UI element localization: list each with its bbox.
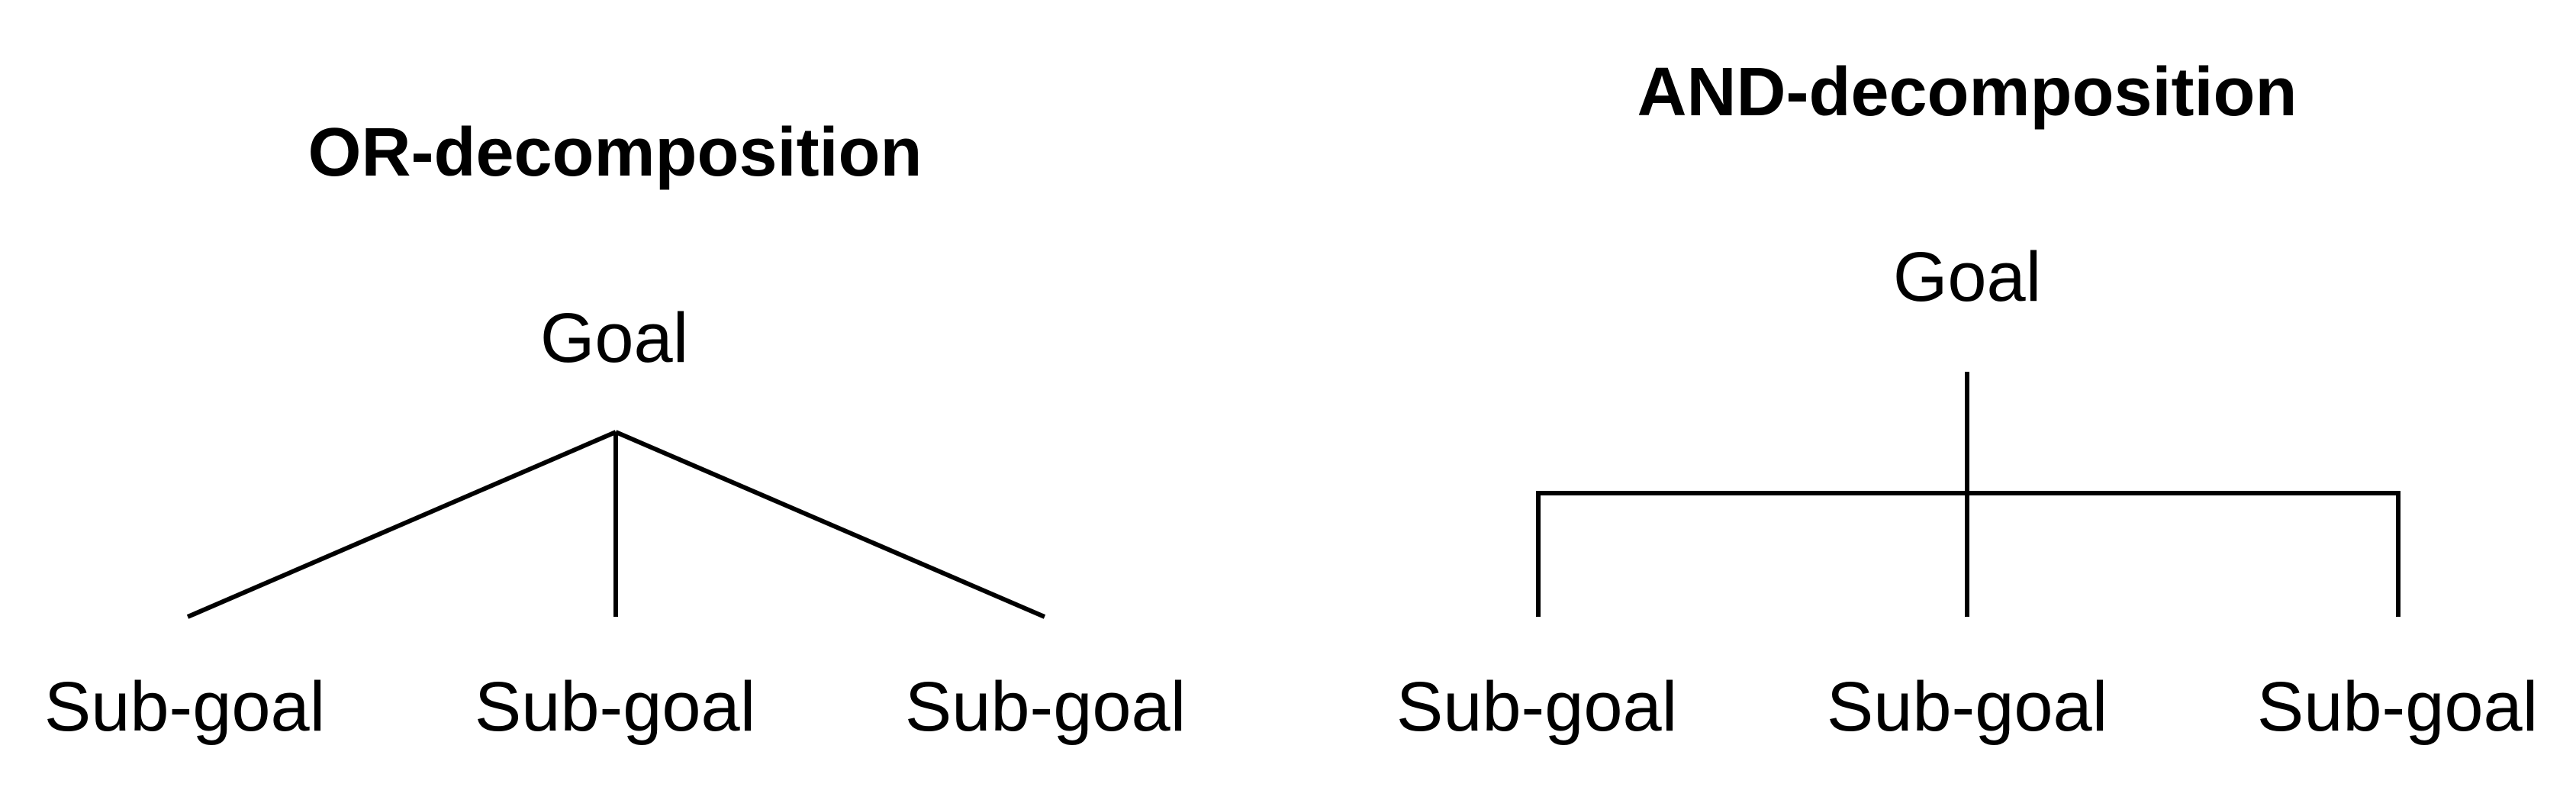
or-panel-title: OR-decomposition (308, 115, 923, 191)
and-subgoal-2: Sub-goal (1826, 668, 2108, 746)
or-goal-node: Goal (539, 299, 689, 377)
and-connectors (1536, 372, 2401, 617)
or-subgoal-3: Sub-goal (904, 668, 1187, 746)
or-connector-right (614, 430, 1046, 619)
and-panel-title: AND-decomposition (1637, 54, 2297, 131)
and-subgoal-1: Sub-goal (1396, 668, 1678, 746)
or-connectors (186, 430, 1046, 619)
or-connector-left (186, 430, 617, 619)
and-crossbar (1536, 491, 2401, 617)
and-goal-node: Goal (1892, 238, 2042, 316)
or-subgoal-2: Sub-goal (474, 668, 756, 746)
and-subgoal-3: Sub-goal (2256, 668, 2539, 746)
or-subgoal-1: Sub-goal (43, 668, 326, 746)
